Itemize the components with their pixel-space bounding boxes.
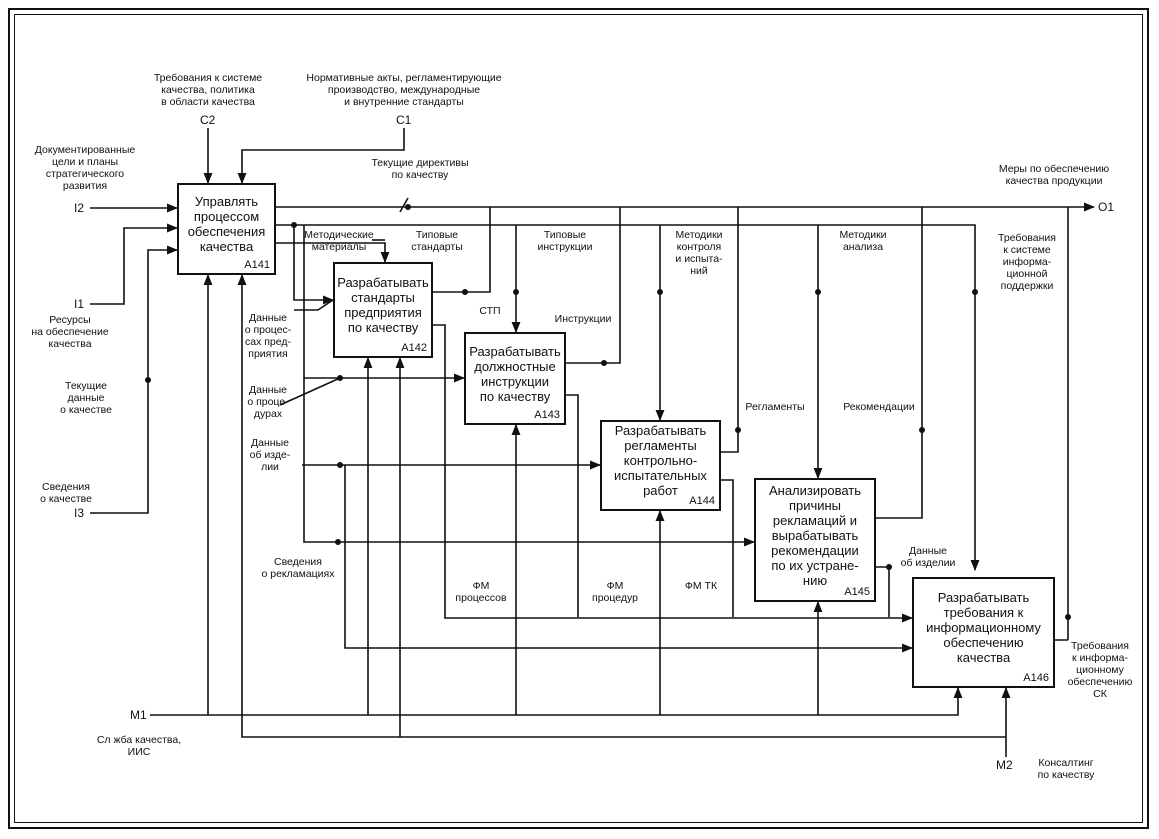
label-o1: Меры по обеспечению качества продукции: [998, 163, 1110, 187]
activity-code: A143: [534, 409, 560, 421]
activity-box-a144[interactable]: Разрабатывать регламенты контрольно- исп…: [600, 420, 721, 511]
diagram-frame: [8, 8, 1149, 829]
label-req-info-sk: Требования к информа- ционному обеспечен…: [1067, 640, 1133, 700]
activity-title: Разрабатывать регламенты контрольно- исп…: [614, 423, 707, 498]
label-current-data: Текущие данные о качестве: [60, 380, 112, 416]
arrow-c1: [237, 128, 405, 185]
label-methods-analysis: Методики анализа: [839, 229, 887, 253]
label-procedure-data: Данные о проце- дурах: [247, 384, 289, 420]
port-o1: O1: [1098, 200, 1115, 214]
activity-box-a143[interactable]: Разрабатывать должностные инструкции по …: [464, 332, 566, 425]
port-m1: M1: [130, 708, 147, 722]
port-m2: M2: [996, 758, 1013, 772]
label-regulations: Регламенты: [745, 401, 805, 413]
label-method-materials: Методические материалы: [304, 229, 374, 253]
label-c2: Требования к системе качества, политика …: [153, 72, 263, 108]
activity-title: Разрабатывать требования к информационно…: [926, 590, 1041, 665]
port-i1: I1: [74, 297, 85, 311]
activity-code: A142: [401, 342, 427, 354]
arrow-i1: [90, 223, 179, 305]
activity-box-a142[interactable]: Разрабатывать стандарты предприятия по к…: [333, 262, 433, 358]
label-product-data-2: Данные об изделии: [900, 545, 956, 569]
label-claims-info: Сведения о рекламациях: [261, 556, 335, 580]
label-methods-control: Методики контроля и испыта- ний: [675, 229, 723, 277]
activity-title: Анализировать причины рекламаций и выраб…: [768, 482, 862, 588]
port-i3: I3: [74, 506, 85, 520]
label-process-data: Данные о процес- сах пред- приятия: [244, 312, 292, 360]
activity-code: A146: [1023, 672, 1049, 684]
label-i3: Сведения о качестве: [40, 481, 92, 505]
port-i2: I2: [74, 201, 85, 215]
label-stp: СТП: [479, 305, 501, 317]
activity-title: Разрабатывать должностные инструкции по …: [469, 343, 561, 404]
label-m2: Консалтинг по качеству: [1037, 757, 1095, 781]
port-c2: C2: [200, 113, 216, 127]
activity-title: Управлять процессом обеспечения качества: [187, 194, 266, 254]
label-fm-procedures: ФМ процедур: [592, 580, 638, 604]
label-c1: Нормативные акты, регламентирующие произ…: [306, 72, 502, 108]
label-recommendations: Рекомендации: [843, 401, 915, 413]
label-product-data: Данные об изде- лии: [249, 437, 291, 473]
activity-title: Разрабатывать стандарты предприятия по к…: [337, 275, 429, 335]
label-i2: Документированные цели и планы стратегич…: [34, 144, 136, 192]
label-i1: Ресурсы на обеспечение качества: [31, 314, 109, 350]
activity-box-a141[interactable]: Управлять процессом обеспечения качества…: [177, 183, 276, 275]
label-req-info-system: Требования к системе информа- ционной по…: [998, 232, 1056, 292]
activity-code: A144: [689, 495, 715, 507]
label-fm-processes: ФМ процессов: [455, 580, 507, 604]
activity-code: A141: [244, 259, 270, 271]
label-fm-tk: ФМ ТК: [684, 580, 718, 592]
activity-code: A145: [844, 586, 870, 598]
activity-box-a146[interactable]: Разрабатывать требования к информационно…: [912, 577, 1055, 688]
label-m1: Сл жба качества, ИИС: [96, 734, 182, 758]
label-current-directives: Текущие директивы по качеству: [371, 157, 469, 181]
label-typical-instructions: Типовые инструкции: [537, 229, 593, 253]
port-c1: C1: [396, 113, 412, 127]
label-typical-standards: Типовые стандарты: [411, 229, 463, 253]
activity-box-a145[interactable]: Анализировать причины рекламаций и выраб…: [754, 478, 876, 602]
label-instructions: Инструкции: [554, 313, 612, 325]
